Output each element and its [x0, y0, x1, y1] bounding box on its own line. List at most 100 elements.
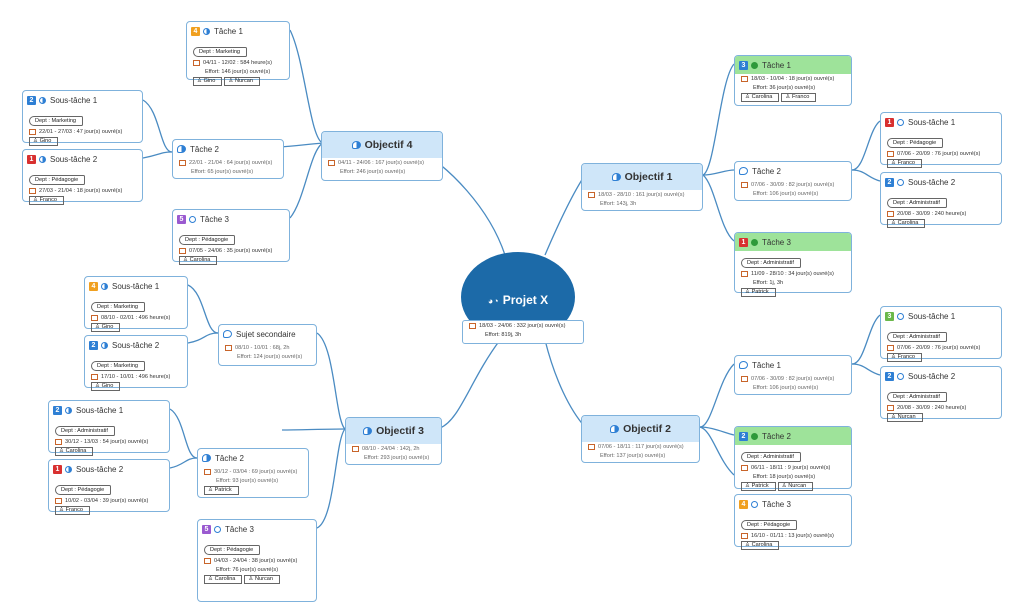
calendar-icon — [29, 187, 36, 194]
calendar-icon — [91, 314, 98, 321]
dept-tag: Dept : Administratif — [741, 258, 801, 268]
dept-tag: Dept : Administratif — [887, 392, 947, 402]
task-title: Tâche 2 — [190, 144, 219, 154]
central-effort: Effort: 819j, 3h — [485, 331, 522, 338]
dept-tag: Dept : Pédagogie — [741, 520, 798, 530]
dates: 08/10 - 10/01 : 68j, 2h — [235, 344, 290, 351]
calendar-icon — [588, 443, 595, 450]
progress-icon — [897, 118, 904, 126]
objectif-title: Objectif 1 — [624, 171, 673, 183]
progress-icon — [189, 215, 196, 223]
priority-badge: 3 — [885, 311, 894, 321]
objectif-4[interactable]: Objectif 4 04/11 - 24/06 : 167 jour(s) o… — [321, 131, 443, 181]
person-tag: ♙ Carolina — [179, 256, 218, 265]
progress-icon — [101, 341, 108, 349]
dates: 20/08 - 30/09 : 240 heure(s) — [897, 404, 967, 411]
objectif-3[interactable]: Objectif 3 08/10 - 24/04 : 142j, 2h Effo… — [345, 417, 442, 465]
person-tag: ♙ Nurcan — [244, 575, 281, 584]
progress-icon — [101, 282, 108, 290]
task-title: Tâche 1 — [762, 60, 791, 70]
progress-icon — [65, 465, 72, 473]
progress-icon — [203, 27, 210, 35]
person-tag: ♙ Patrick — [741, 288, 776, 297]
effort: Effort: 93 jour(s) ouvré(s) — [216, 477, 279, 484]
calendar-icon — [179, 159, 186, 166]
effort: Effort: 143j, 3h — [600, 200, 637, 207]
dates: 30/12 - 13/03 : 54 jour(s) ouvré(s) — [65, 438, 149, 445]
dates: 07/06 - 20/09 : 76 jour(s) ouvré(s) — [897, 344, 981, 351]
task-title: Tâche 1 — [214, 26, 243, 36]
progress-icon — [897, 312, 904, 320]
o3-tache-2[interactable]: Tâche 2 30/12 - 03/04 : 69 jour(s) ouvré… — [197, 448, 309, 498]
done-check-icon — [751, 61, 758, 69]
progress-bubble-icon — [739, 361, 748, 369]
person-tag: ♙ Franco — [887, 353, 922, 362]
dept-tag: Dept : Pédagogie — [887, 138, 944, 148]
o4-tache-2[interactable]: Tâche 2 22/01 - 21/04 : 64 jour(s) ouvré… — [172, 139, 284, 179]
progress-icon — [897, 178, 904, 186]
priority-badge: 4 — [89, 281, 98, 291]
progress-icon — [65, 406, 72, 414]
effort: Effort: 106 jour(s) ouvré(s) — [753, 384, 819, 391]
effort: Effort: 106 jour(s) ouvré(s) — [753, 190, 819, 197]
dates: 22/01 - 21/04 : 64 jour(s) ouvré(s) — [189, 159, 273, 166]
dates: 07/06 - 18/11 : 117 jour(s) ouvré(s) — [598, 443, 684, 450]
objectif-title: Objectif 2 — [623, 423, 671, 435]
dept-tag: Dept : Administratif — [55, 426, 115, 436]
dept-tag: Dept : Marketing — [29, 116, 84, 126]
person-tag: ♙ Franco — [55, 506, 90, 515]
dates: 08/10 - 24/04 : 142j, 2h — [362, 445, 420, 452]
effort: Effort: 18 jour(s) ouvré(s) — [753, 473, 816, 480]
priority-badge: 5 — [177, 214, 186, 224]
effort: Effort: 76 jour(s) ouvré(s) — [216, 566, 279, 573]
central-icon: ◕◔ — [487, 296, 499, 306]
objectif-1[interactable]: Objectif 1 18/03 - 28/10 : 161 jour(s) o… — [581, 163, 703, 211]
o3-sujet-secondaire[interactable]: Sujet secondaire 08/10 - 10/01 : 68j, 2h… — [218, 324, 317, 366]
priority-badge: 5 — [202, 524, 211, 534]
person-tag: ♙ Gino — [29, 137, 59, 146]
dept-tag: Dept : Marketing — [91, 302, 146, 312]
person-tag: ♙ Nurcan — [224, 77, 261, 86]
progress-bubble-icon — [177, 145, 186, 153]
dates: 07/05 - 24/06 : 35 jour(s) ouvré(s) — [189, 247, 273, 254]
person-tag: ♙ Franco — [781, 93, 817, 102]
calendar-icon — [741, 464, 748, 471]
dates: 07/06 - 30/09 : 82 jour(s) ouvré(s) — [751, 375, 835, 382]
calendar-icon — [193, 59, 200, 66]
dates: 04/03 - 24/04 : 38 jour(s) ouvré(s) — [214, 557, 298, 564]
objectif-2[interactable]: Objectif 2 07/06 - 18/11 : 117 jour(s) o… — [581, 415, 700, 463]
dates: 04/11 - 24/06 : 167 jour(s) ouvré(s) — [338, 159, 425, 166]
person-tag: ♙ Franco — [29, 196, 64, 205]
effort: Effort: 65 jour(s) ouvré(s) — [191, 168, 254, 175]
o1-tache-2[interactable]: Tâche 2 07/06 - 30/09 : 82 jour(s) ouvré… — [734, 161, 852, 201]
calendar-icon — [328, 159, 335, 166]
task-title: Tâche 1 — [752, 360, 781, 370]
effort: Effort: 246 jour(s) ouvré(s) — [340, 168, 406, 175]
person-tag: ♙ Gino — [193, 77, 223, 86]
priority-badge: 2 — [53, 405, 62, 415]
person-tag: ♙ Carolina — [55, 447, 94, 456]
progress-bubble-icon — [610, 425, 620, 433]
effort: Effort: 293 jour(s) ouvré(s) — [364, 454, 430, 461]
o2-tache-1[interactable]: Tâche 1 07/06 - 30/09 : 82 jour(s) ouvré… — [734, 355, 852, 395]
priority-badge: 2 — [89, 340, 98, 350]
calendar-icon — [29, 128, 36, 135]
